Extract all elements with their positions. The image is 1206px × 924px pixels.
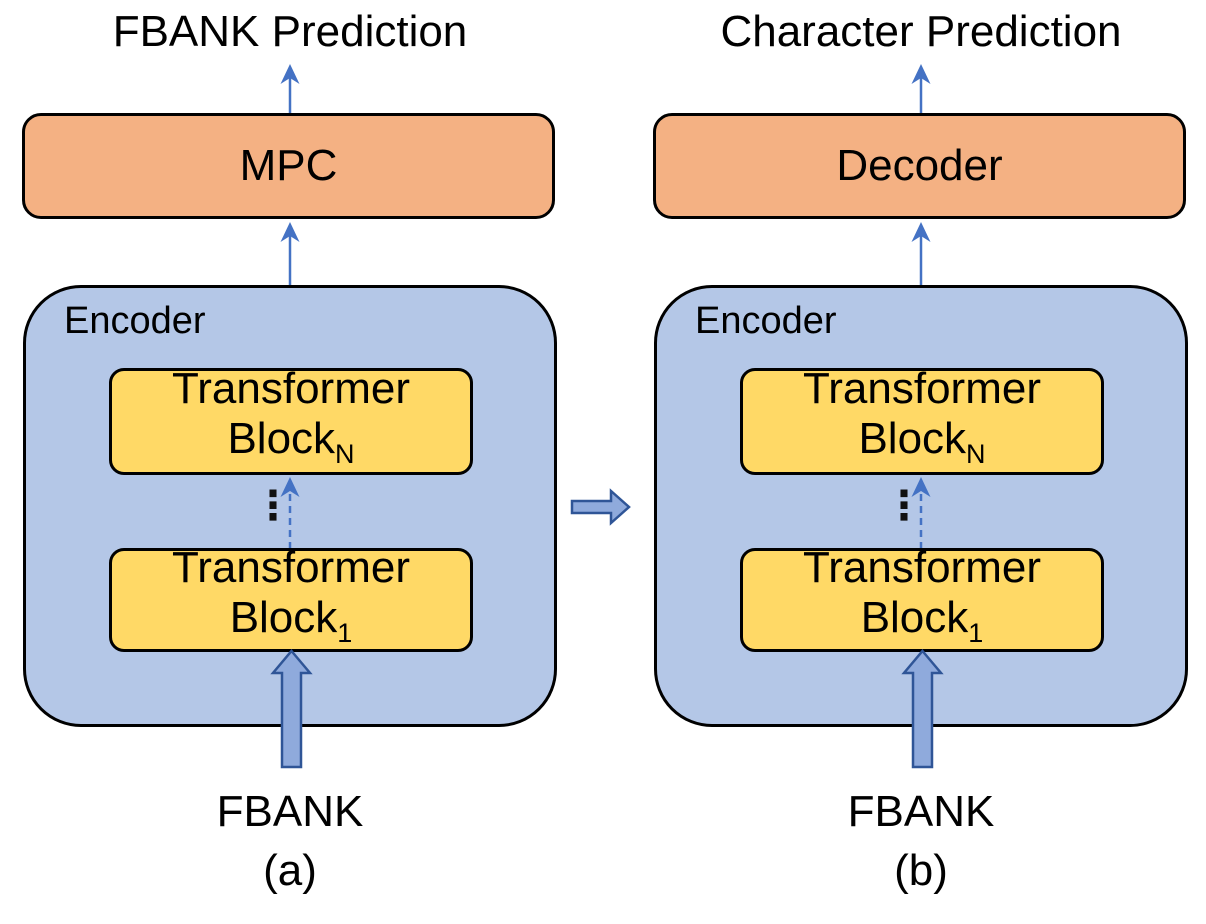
panel-a-encoder-label: Encoder [64, 300, 206, 342]
panel-b-input-label: FBANK [847, 787, 995, 836]
panel-b-decoder-label: Decoder [836, 141, 1003, 190]
panel-b-decoder-box: Decoder [653, 113, 1186, 219]
panel-a-transformer-block-1: Transformer Block1 [109, 543, 473, 652]
panel-a-mpc-label: MPC [239, 141, 338, 190]
panel-b-prediction-label: Character Prediction [720, 7, 1122, 56]
panel-transfer-arrow [570, 488, 631, 526]
block-line2: Block1 [860, 592, 984, 648]
panel-a-input-arrow [270, 649, 313, 769]
arrowhead-up-icon [280, 64, 300, 84]
panel-a-input-label: FBANK [216, 787, 364, 836]
block-line2: Block1 [229, 592, 353, 648]
block-line1: Transformer [172, 542, 410, 592]
block-arrow-up-icon [901, 649, 944, 769]
panel-b-stack-arrow [911, 477, 931, 549]
block-subscript: N [335, 439, 355, 469]
panel-a-transformer-block-n: Transformer BlockN [109, 364, 473, 475]
arrowhead-up-icon [280, 477, 300, 497]
panel-b-ellipsis-dots: ⋮ [884, 483, 924, 529]
block-line1: Transformer [803, 542, 1041, 592]
block-arrow-up-icon [270, 649, 313, 769]
panel-b-transformer-block-n: Transformer BlockN [740, 364, 1104, 475]
panel-b-output-arrow [911, 64, 931, 113]
block-line1: Transformer [803, 364, 1041, 413]
panel-a-prediction-label: FBANK Prediction [112, 7, 468, 56]
panel-a-stack-arrow [280, 477, 300, 549]
arrowhead-up-icon [280, 222, 300, 242]
block-line1: Transformer [172, 364, 410, 413]
panel-a-output-arrow [280, 64, 300, 113]
panel-a-mpc-box: MPC [22, 113, 555, 219]
block-subscript: 1 [968, 617, 984, 648]
block-line2: BlockN [858, 414, 986, 469]
block-subscript: 1 [337, 617, 353, 648]
panel-a-caption: (a) [263, 846, 317, 895]
panel-b-encoder-label: Encoder [695, 300, 837, 342]
block-line2: BlockN [227, 414, 355, 469]
panel-b-caption: (b) [894, 846, 948, 895]
arrowhead-up-icon [911, 222, 931, 242]
block-arrow-right-icon [570, 488, 631, 526]
panel-a-ellipsis-dots: ⋮ [253, 483, 293, 529]
block-subscript: N [966, 439, 986, 469]
panel-b-transformer-block-1: Transformer Block1 [740, 543, 1104, 652]
panel-b-input-arrow [901, 649, 944, 769]
arrowhead-up-icon [911, 477, 931, 497]
arrowhead-up-icon [911, 64, 931, 84]
